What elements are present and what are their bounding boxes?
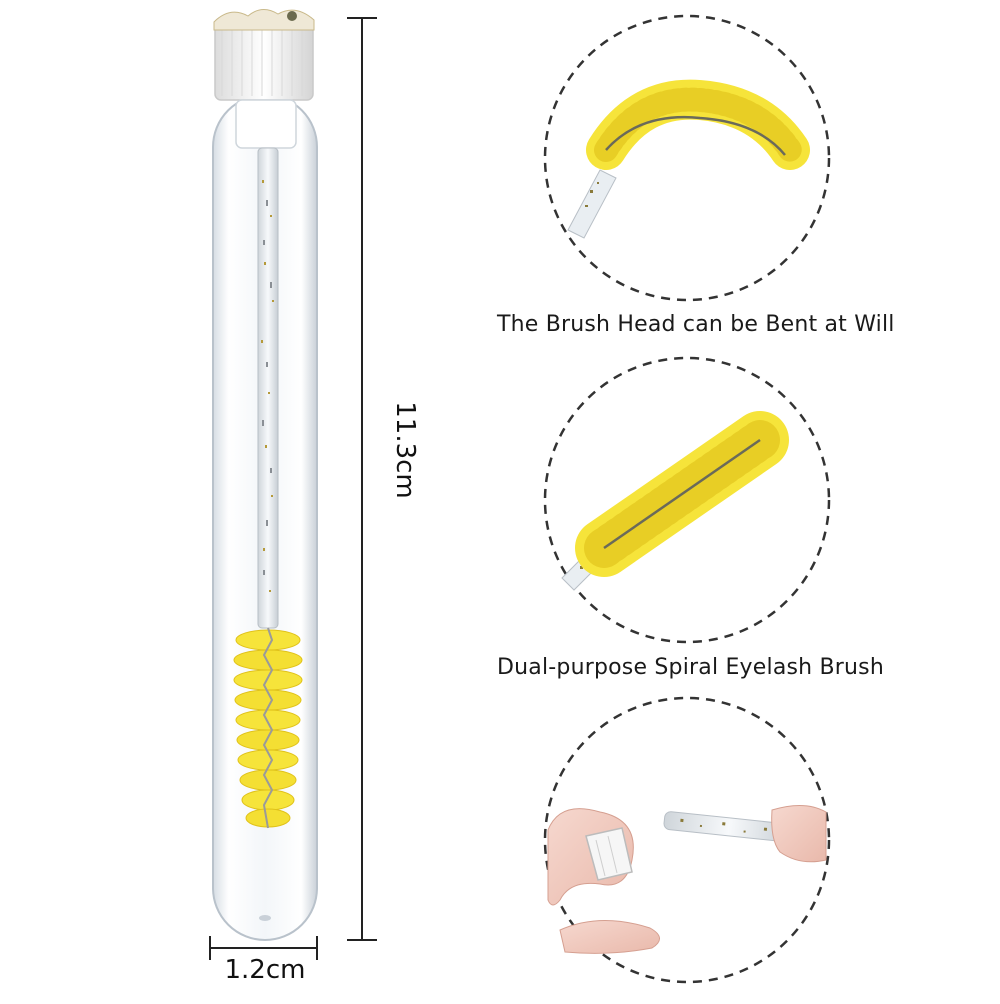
tube-brush-bristles xyxy=(233,627,303,829)
width-dimension xyxy=(209,936,318,960)
feature-circle-bent xyxy=(543,14,831,302)
tube-brush xyxy=(212,9,318,941)
caption-bent-head: The Brush Head can be Bent at Will xyxy=(497,312,895,337)
caption-spiral-brush: Dual-purpose Spiral Eyelash Brush xyxy=(497,655,884,680)
feature-circle-spiral xyxy=(543,356,831,644)
height-dimension xyxy=(347,17,377,941)
feature-circle-hands xyxy=(543,696,831,984)
width-label: 1.2cm xyxy=(224,955,306,985)
height-label: 11.3cm xyxy=(390,401,420,499)
